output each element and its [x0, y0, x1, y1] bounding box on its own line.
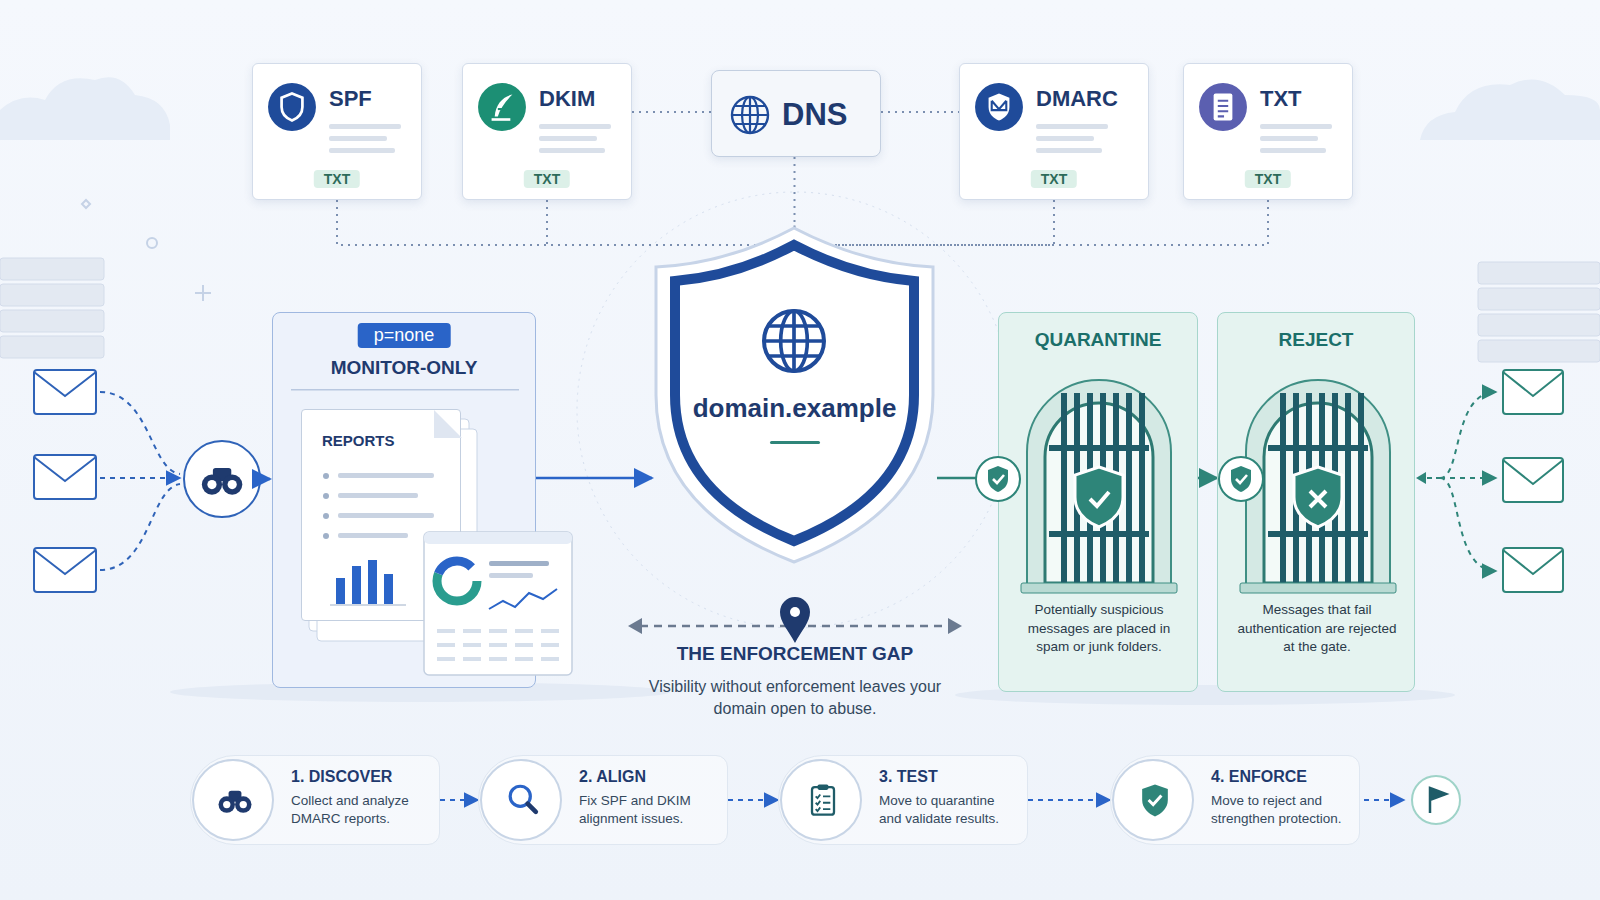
connector — [1198, 477, 1217, 480]
node-heading: p=none — [358, 323, 451, 348]
dns-record-card: TXT TXT — [1183, 63, 1353, 200]
node-heading: DMARC — [1036, 86, 1118, 112]
icon — [267, 82, 317, 132]
icon — [754, 301, 834, 381]
binoculars-badge — [184, 441, 270, 517]
connector — [337, 200, 795, 245]
connector — [547, 200, 795, 245]
node-text: Potentially suspicious messages are plac… — [1013, 601, 1185, 657]
node-heading: 1. DISCOVER — [291, 768, 392, 786]
icon — [213, 778, 257, 822]
node-heading: TXT — [1260, 86, 1302, 112]
connector — [536, 477, 652, 480]
gap-heading: THE ENFORCEMENT GAP — [560, 643, 1030, 665]
node-heading: REPORTS — [322, 432, 395, 449]
node-text: Fix SPF and DKIM alignment issues. — [579, 792, 719, 828]
connector — [440, 799, 478, 801]
icon — [1133, 778, 1177, 822]
process-step: 4. ENFORCE Move to reject and strengthen … — [1110, 755, 1360, 845]
icon — [974, 82, 1024, 132]
node-text: Move to quarantine and validate results. — [879, 792, 1019, 828]
orbit-ring — [577, 192, 1013, 628]
check-badge — [1216, 454, 1266, 504]
step-circle — [777, 755, 867, 845]
connector — [794, 157, 796, 225]
node-text: Collect and analyze DMARC reports. — [291, 792, 431, 828]
process-step: 3. TEST Move to quarantine and validate r… — [778, 755, 1028, 845]
dns-record-card: DKIM TXT — [462, 63, 632, 200]
connector — [632, 111, 711, 113]
connector — [795, 200, 1055, 245]
icon — [801, 778, 845, 822]
connector — [1028, 799, 1110, 801]
finish-flag — [1364, 776, 1460, 824]
icon — [477, 82, 527, 132]
check-badge — [973, 454, 1023, 504]
icon — [1198, 82, 1248, 132]
dns-record-card: SPF TXT — [252, 63, 422, 200]
node-heading: domain.example — [652, 393, 937, 424]
connector — [728, 799, 778, 801]
process-step: 2. ALIGN Fix SPF and DKIM alignment issue… — [478, 755, 728, 845]
process-step: 1. DISCOVER Collect and analyze DMARC rep… — [190, 755, 440, 845]
node-heading: 2. ALIGN — [579, 768, 646, 786]
mail-flow-lines — [100, 392, 180, 570]
node-text: TXT — [1245, 170, 1291, 188]
policy-panel: REJECT Messages that fail authentication … — [1217, 312, 1415, 692]
node-text: TXT — [1031, 170, 1077, 188]
node-heading: QUARANTINE — [999, 329, 1197, 351]
node-heading: 3. TEST — [879, 768, 938, 786]
node-heading: REJECT — [1218, 329, 1414, 351]
node-text: Move to reject and strengthen protection… — [1211, 792, 1351, 828]
monitor-panel: p=noneMONITOR-ONLY REPORTS — [272, 312, 536, 688]
icon — [501, 778, 545, 822]
node-heading: DKIM — [539, 86, 595, 112]
step-circle — [477, 755, 567, 845]
sparkles — [82, 200, 211, 301]
node-text: TXT — [314, 170, 360, 188]
node-heading: 4. ENFORCE — [1211, 768, 1307, 786]
enforcement-gap-arrow — [628, 597, 962, 643]
dns-box: DNS — [711, 70, 881, 157]
connector — [881, 111, 959, 113]
gap-note: Visibility without enforcement leaves yo… — [630, 676, 960, 721]
dns-record-card: DMARC TXT — [959, 63, 1149, 200]
node-heading: SPF — [329, 86, 372, 112]
domain-shield: domain.example — [652, 225, 937, 565]
inbound-mail — [34, 370, 96, 592]
node-text: MONITOR-ONLY — [273, 357, 535, 379]
policy-panel: QUARANTINE Potentially suspicious message… — [998, 312, 1198, 692]
connector — [795, 200, 1269, 245]
node-text: TXT — [524, 170, 570, 188]
outbound-mail — [1416, 370, 1563, 592]
icon — [726, 91, 774, 139]
dashboard-card — [423, 531, 573, 676]
node-text: Messages that fail authentication are re… — [1232, 601, 1402, 657]
node-heading: DNS — [782, 97, 847, 133]
